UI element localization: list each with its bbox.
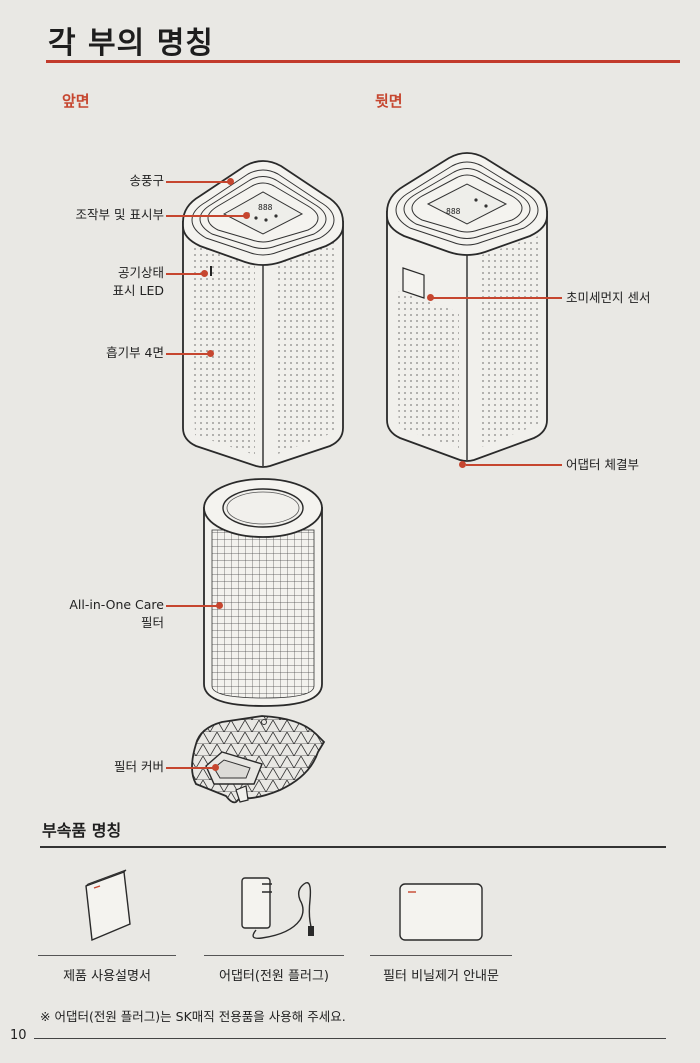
accessory-label-adapter: 어댑터(전원 플러그) <box>219 969 329 984</box>
page-title: 각 부의 명칭 <box>48 26 214 61</box>
accessory-rule-1 <box>38 955 176 956</box>
callout-led-line2: 표시 LED <box>112 283 164 298</box>
footer-rule <box>34 1038 666 1039</box>
callout-control: 조작부 및 표시부 <box>75 207 164 222</box>
callout-outlet: 송풍구 <box>129 173 164 188</box>
accessory-label-notice: 필터 비닐제거 안내문 <box>383 969 499 984</box>
front-display-readout: 888 <box>258 203 273 212</box>
back-display-readout: 888 <box>446 207 461 216</box>
marker-filter-cover <box>212 764 219 771</box>
leader-filter <box>166 605 218 607</box>
accessory-rule-2 <box>204 955 344 956</box>
title-rule <box>46 60 680 63</box>
callout-filter-cover: 필터 커버 <box>114 759 164 774</box>
marker-outlet <box>227 178 234 185</box>
marker-filter <box>216 602 223 609</box>
leader-adapter-port <box>466 464 562 466</box>
leader-led <box>166 273 204 275</box>
accessories-title: 부속품 명칭 <box>42 821 122 840</box>
callout-intake: 흡기부 4면 <box>106 345 164 360</box>
callout-filter-line2: 필터 <box>140 615 164 630</box>
callout-dust-sensor: 초미세먼지 센서 <box>566 290 651 305</box>
adapter-note: ※ 어댑터(전원 플러그)는 SK매직 전용품을 사용해 주세요. <box>40 1009 346 1024</box>
section-front-label: 앞면 <box>62 92 90 110</box>
marker-dust-sensor <box>427 294 434 301</box>
accessories-rule <box>40 846 666 848</box>
section-back-label: 뒷면 <box>375 92 403 110</box>
page-number: 10 <box>10 1028 27 1043</box>
leader-control <box>166 215 246 217</box>
marker-intake <box>207 350 214 357</box>
marker-led <box>201 270 208 277</box>
callout-adapter-port: 어댑터 체결부 <box>566 457 639 472</box>
leader-filter-cover <box>166 767 214 769</box>
accessory-label-manual: 제품 사용설명서 <box>63 969 151 984</box>
leader-intake <box>166 353 210 355</box>
marker-control <box>243 212 250 219</box>
marker-adapter-port <box>459 461 466 468</box>
callout-led-line1: 공기상태 <box>117 265 164 280</box>
leader-dust-sensor <box>432 297 562 299</box>
callout-filter-line1: All-in-One Care <box>69 597 164 612</box>
accessory-rule-3 <box>370 955 512 956</box>
leader-outlet <box>166 181 230 183</box>
